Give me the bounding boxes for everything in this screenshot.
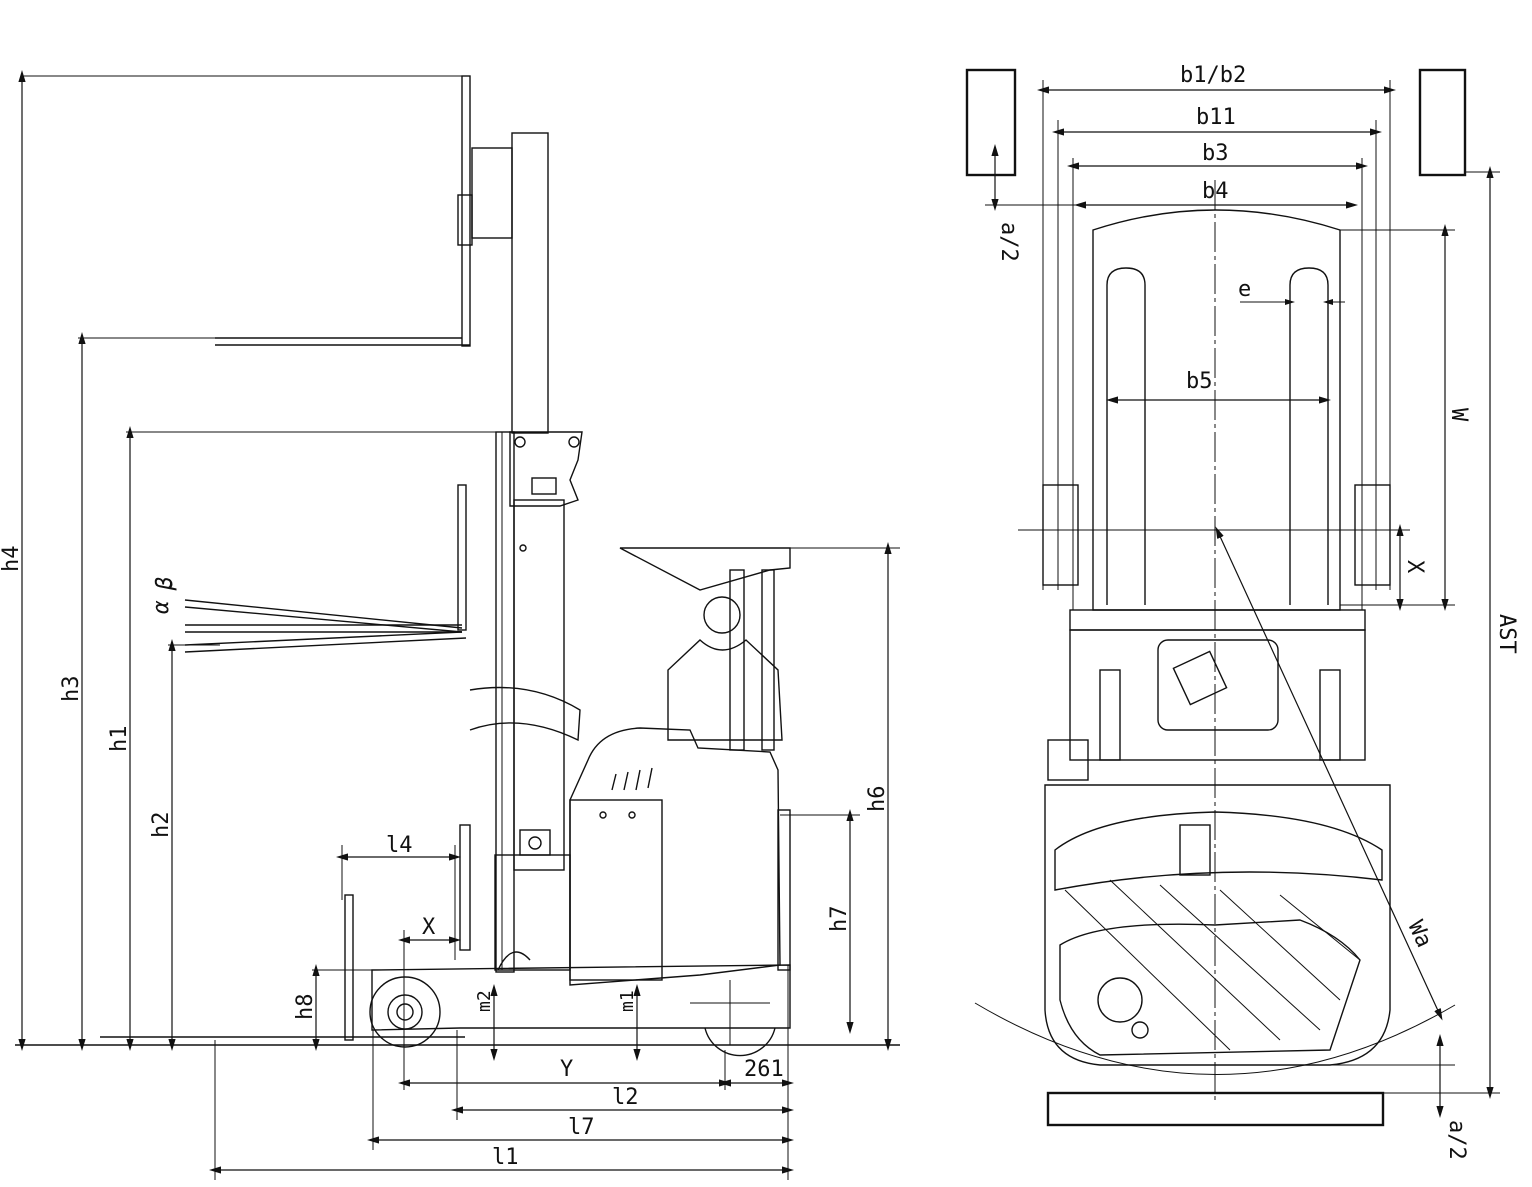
x-label: X (422, 915, 436, 940)
w-label: W (1446, 408, 1471, 422)
pallet-outline (1092, 209, 1341, 611)
h2-label: h2 (149, 812, 174, 839)
top-view: b1/b2 b11 b3 b4 a/2 b5 e W X Wa AST a/2 (965, 63, 1519, 1160)
mast-lower (495, 431, 515, 973)
wa-dimension (1215, 526, 1443, 1021)
upper-fork-back (461, 75, 471, 347)
a2-bottom-label: a/2 (1444, 1120, 1469, 1160)
h7-label: h7 (827, 906, 852, 933)
turning-radius-arc (974, 1002, 1456, 1075)
h6-label: h6 (865, 786, 890, 813)
b1-b2-label: b1/b2 (1180, 63, 1246, 88)
m2-label: m2 (474, 990, 495, 1012)
dim-261-label: 261 (744, 1057, 784, 1082)
h1-label: h1 (107, 726, 132, 753)
alpha-label: α (149, 600, 174, 614)
b11-label: b11 (1196, 105, 1236, 130)
pallet-rack-bottom (1046, 1091, 1385, 1127)
h4-label: h4 (0, 546, 24, 573)
wa-label: Wa (1403, 917, 1437, 952)
pallet-rack-left (965, 68, 1017, 177)
operator-compartment (1059, 919, 1361, 1056)
mast-upper (511, 132, 549, 434)
side-view: h4 h3 h1 h2 h6 h7 h8 α β l4 (0, 70, 900, 1180)
m1-label: m1 (617, 990, 638, 1012)
fork-carriage (1069, 609, 1366, 631)
l2-label: l2 (612, 1085, 639, 1110)
l1-label: l1 (492, 1145, 519, 1170)
fork-right (1289, 267, 1329, 605)
l4-label: l4 (386, 833, 413, 858)
truck-body (569, 727, 781, 986)
ast-label: AST (1494, 614, 1519, 654)
a2-top-label: a/2 (996, 222, 1021, 262)
load-wheel (369, 976, 441, 1048)
b4-label: b4 (1202, 179, 1229, 204)
b3-label: b3 (1202, 141, 1229, 166)
l7-label: l7 (568, 1115, 595, 1140)
pallet-rack-right (1418, 68, 1467, 177)
y-label: Y (560, 1057, 573, 1082)
beta-label: β (153, 577, 178, 591)
b5-label: b5 (1186, 369, 1213, 394)
operator-figure (667, 596, 783, 741)
drive-wheel (704, 1027, 776, 1057)
h3-label: h3 (59, 676, 84, 703)
x-right-label: X (1402, 560, 1427, 574)
h8-label: h8 (293, 994, 318, 1021)
fork-left (1106, 267, 1146, 605)
e-label: e (1238, 277, 1251, 302)
chassis (371, 964, 791, 1031)
